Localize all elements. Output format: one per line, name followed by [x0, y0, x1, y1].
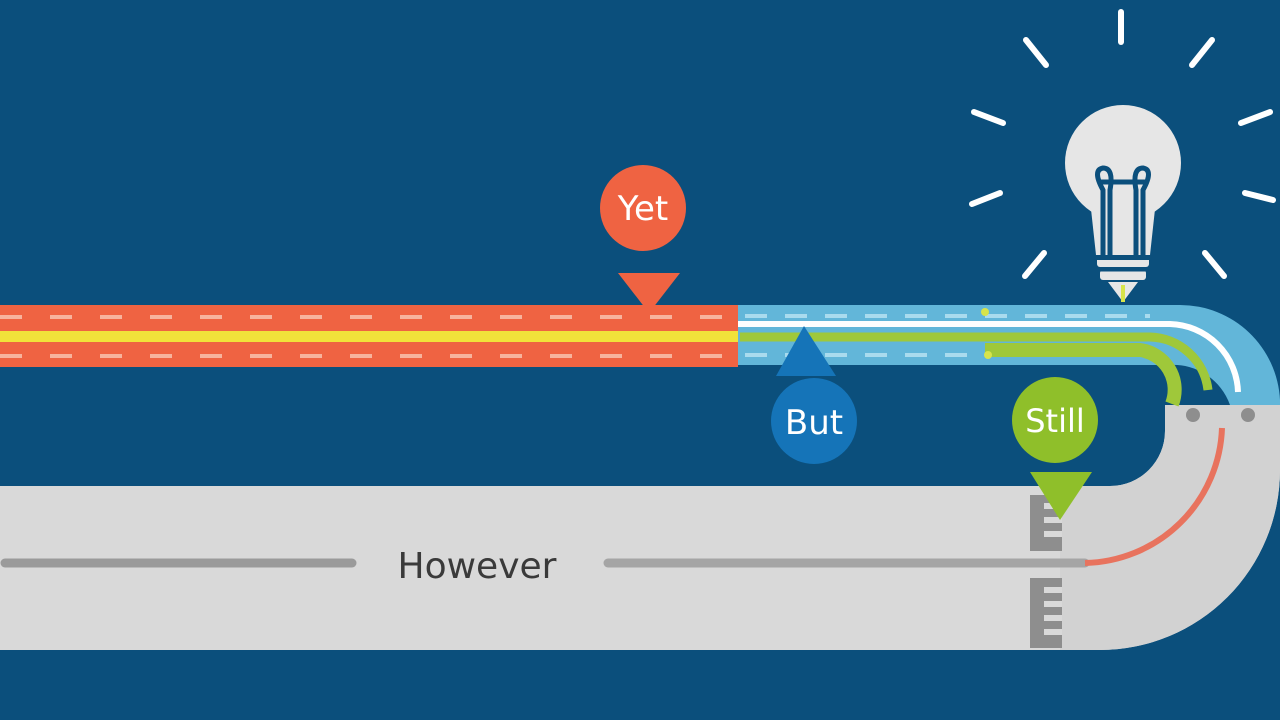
however-label: However: [398, 546, 557, 587]
blue-lane: [738, 304, 1280, 407]
still-label: Still: [1025, 402, 1085, 440]
however-track: [0, 405, 1280, 650]
yet-lane: [0, 305, 738, 367]
yet-marker: Yet: [600, 165, 686, 313]
still-marker: Still: [1012, 377, 1098, 520]
but-marker: But: [771, 326, 857, 464]
yet-label: Yet: [617, 189, 669, 229]
but-label: But: [785, 403, 843, 443]
lightbulb-icon: [1065, 105, 1181, 302]
light-rays-icon: [969, 9, 1276, 279]
